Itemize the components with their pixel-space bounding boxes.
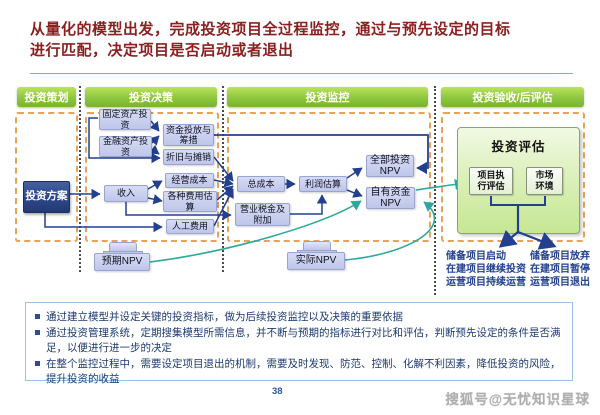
column-separator-3: [434, 86, 436, 295]
slide-title-line2: 进行匹配，决定项目是否启动或者退出: [30, 42, 294, 59]
phase-header-acceptance: 投资验收/后评估: [441, 87, 584, 107]
slide-title-line1: 从量化的模型出发，完成投资项目全过程监控，通过与预先设定的目标: [30, 21, 511, 38]
node-labor-cost: 人工费用: [166, 219, 214, 234]
phase-header-decision: 投资决策: [85, 87, 217, 107]
node-operating-cost: 经营成本: [165, 173, 214, 188]
node-depreciation: 折旧与摊销: [163, 149, 214, 165]
summary-bullet-1-text: 通过建立模型并设定关键的投资指标，做为后续投资监控以及决策的重要依据: [46, 311, 403, 323]
node-total-cost: 总成本: [237, 176, 285, 192]
node-total-invest-npv: 全部投资NPV: [366, 155, 414, 177]
node-profit-estimate: 利润估算: [299, 176, 347, 192]
title-divider: [30, 73, 573, 74]
node-income: 收入: [104, 185, 148, 202]
watermark: 搜狐号@无忧知识星球: [445, 392, 590, 407]
node-investment-plan-label: 投资方案: [25, 190, 68, 203]
bullet-square-icon: [35, 330, 40, 335]
column-frame-planning: [15, 112, 78, 242]
outcome-positive-1: 储备项目启动: [446, 251, 506, 262]
outcome-positive-3: 运营项目持续运营: [446, 277, 526, 288]
outcome-negative-list: 储备项目放弃 在建项目暂停 运营项目退出: [530, 250, 590, 289]
node-own-fund-npv: 自有资金NPV: [366, 187, 415, 209]
phase-header-planning: 投资策划: [17, 87, 76, 107]
outcome-negative-1: 储备项目放弃: [530, 251, 590, 262]
node-expense-estimate: 各种费用估算: [163, 191, 217, 212]
node-market-environment: 市场环境: [526, 167, 563, 195]
summary-bullet-2-text: 通过投资管理系统，定期搜集模型所需信息，并不断与预期的指标进行对比和评估，判断预…: [46, 327, 561, 354]
summary-bullet-3: 在整个监控过程中，需要设定项目退出的机制，需要及时发现、防范、控制、化解不利因素…: [35, 357, 563, 387]
phase-header-monitoring: 投资监控: [227, 87, 428, 107]
summary-bullet-3-text: 在整个监控过程中，需要设定项目退出的机制，需要及时发现、防范、控制、化解不利因素…: [46, 358, 561, 385]
outcome-negative-2: 在建项目暂停: [530, 264, 590, 275]
outcome-positive-list: 储备项目启动 在建项目继续投资 运营项目持续运营: [446, 250, 526, 289]
summary-bullet-1: 通过建立模型并设定关键的投资指标，做为后续投资监控以及决策的重要依据: [35, 310, 563, 325]
node-business-tax: 营业税金及附加: [235, 203, 290, 226]
node-actual-npv: 实际NPV: [287, 252, 345, 270]
outcome-positive-2: 在建项目继续投资: [446, 264, 526, 275]
slide-title: 从量化的模型出发，完成投资项目全过程监控，通过与预先设定的目标 进行匹配，决定项…: [30, 19, 570, 61]
evaluation-title: 投资评估: [491, 140, 546, 154]
page-number: 38: [272, 386, 283, 397]
column-separator-2: [222, 86, 224, 272]
summary-bullet-2: 通过投资管理系统，定期搜集模型所需信息，并不断与预期的指标进行对比和评估，判断预…: [35, 326, 563, 356]
node-financial-assets: 金融资产投资: [99, 136, 152, 157]
npv-podium-icon: [297, 241, 337, 255]
node-investment-plan: 投资方案: [23, 181, 70, 213]
node-expected-npv: 预期NPV: [94, 253, 150, 271]
bullet-square-icon: [35, 361, 40, 366]
column-separator-1: [79, 86, 81, 272]
node-funding: 资金投放与筹措: [163, 124, 214, 146]
node-project-execution-eval: 项目执行评估: [469, 167, 513, 195]
node-fixed-assets: 固定资产投资: [99, 109, 151, 130]
npv-podium-icon: [103, 242, 143, 256]
outcome-negative-3: 运营项目退出: [530, 277, 590, 288]
bullet-square-icon: [35, 314, 40, 319]
summary-panel: 通过建立模型并设定关键的投资指标，做为后续投资监控以及决策的重要依据 通过投资管…: [25, 302, 573, 385]
